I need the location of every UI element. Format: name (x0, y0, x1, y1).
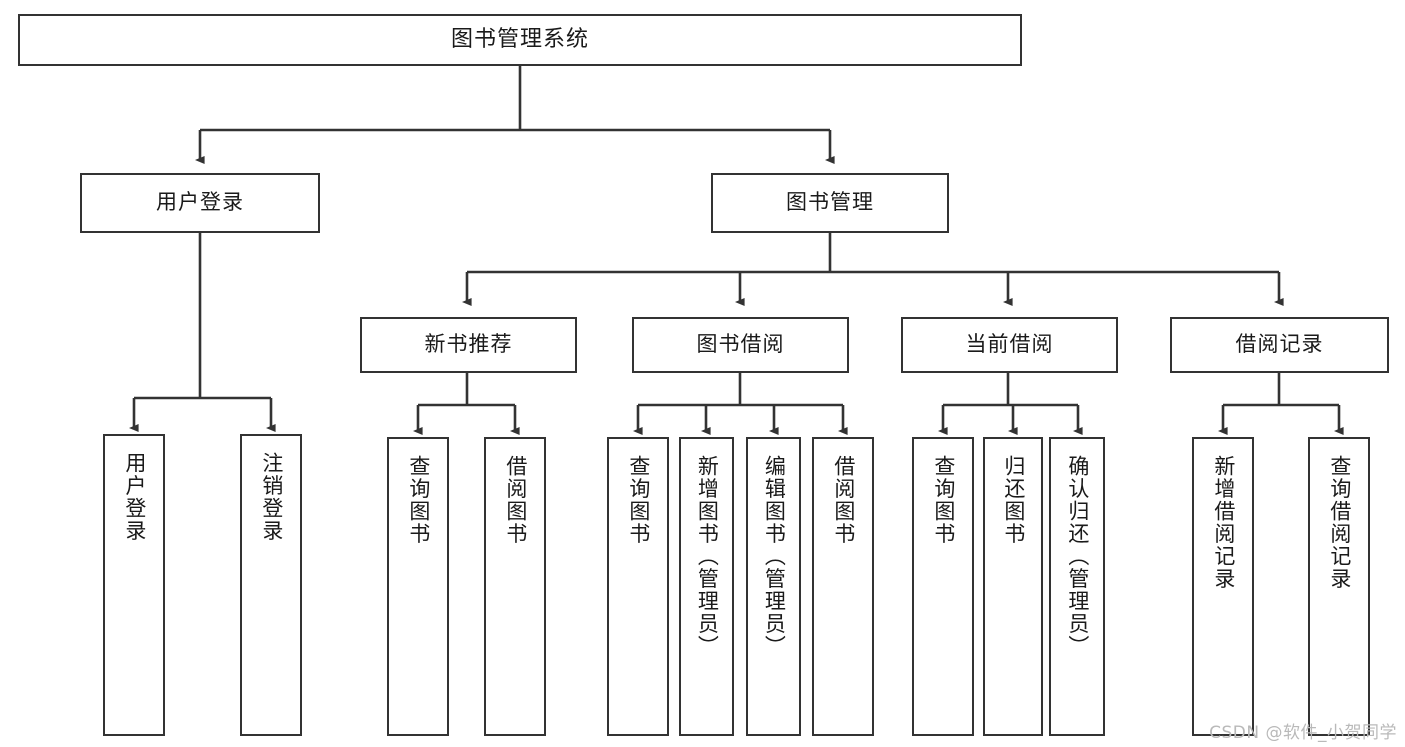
node-borrow-record-label: 借阅记录 (1235, 332, 1324, 357)
leaf-label: 查询图书 (931, 455, 956, 545)
leaf-label: 借阅图书 (503, 455, 528, 545)
leaf-label: 注销登录 (259, 452, 284, 542)
leaf-borrow-query-book[interactable]: 查询图书 (607, 437, 669, 736)
leaf-label: 新增图书（管理员） (695, 455, 720, 658)
leaf-borrow-edit-book[interactable]: 编辑图书（管理员） (746, 437, 801, 736)
node-new-book-recommend-label: 新书推荐 (424, 332, 513, 357)
leaf-label: 借阅图书 (831, 455, 856, 545)
leaf-user-login-login[interactable]: 用户登录 (103, 434, 165, 736)
node-root-label: 图书管理系统 (450, 26, 589, 52)
leaf-record-query[interactable]: 查询借阅记录 (1308, 437, 1370, 736)
node-user-login-label: 用户登录 (156, 190, 244, 215)
leaf-borrow-add-book[interactable]: 新增图书（管理员） (679, 437, 734, 736)
node-book-management-label: 图书管理 (786, 190, 874, 215)
node-book-borrow[interactable]: 图书借阅 (632, 317, 849, 373)
leaf-current-confirm-return[interactable]: 确认归还（管理员） (1049, 437, 1105, 736)
node-book-borrow-label: 图书借阅 (696, 332, 785, 357)
leaf-label: 确认归还（管理员） (1065, 455, 1090, 658)
node-user-login[interactable]: 用户登录 (80, 173, 320, 233)
node-current-borrow[interactable]: 当前借阅 (901, 317, 1118, 373)
node-current-borrow-label: 当前借阅 (965, 332, 1054, 357)
leaf-current-return-book[interactable]: 归还图书 (983, 437, 1043, 736)
node-root-system[interactable]: 图书管理系统 (18, 14, 1022, 66)
node-new-book-recommend[interactable]: 新书推荐 (360, 317, 577, 373)
leaf-new-book-query[interactable]: 查询图书 (387, 437, 449, 736)
leaf-current-query-book[interactable]: 查询图书 (912, 437, 974, 736)
leaf-label: 查询借阅记录 (1327, 455, 1352, 590)
leaf-new-book-borrow[interactable]: 借阅图书 (484, 437, 546, 736)
leaf-label: 用户登录 (122, 452, 147, 542)
node-book-management[interactable]: 图书管理 (711, 173, 949, 233)
leaf-record-add[interactable]: 新增借阅记录 (1192, 437, 1254, 736)
leaf-label: 查询图书 (406, 455, 431, 545)
leaf-label: 新增借阅记录 (1211, 455, 1236, 590)
leaf-label: 归还图书 (1001, 455, 1026, 545)
leaf-label: 查询图书 (626, 455, 651, 545)
leaf-user-login-logout[interactable]: 注销登录 (240, 434, 302, 736)
leaf-label: 编辑图书（管理员） (762, 455, 787, 658)
csdn-watermark: CSDN @软件_小贺同学 (1209, 723, 1397, 743)
node-borrow-record[interactable]: 借阅记录 (1170, 317, 1389, 373)
leaf-borrow-borrow-book[interactable]: 借阅图书 (812, 437, 874, 736)
